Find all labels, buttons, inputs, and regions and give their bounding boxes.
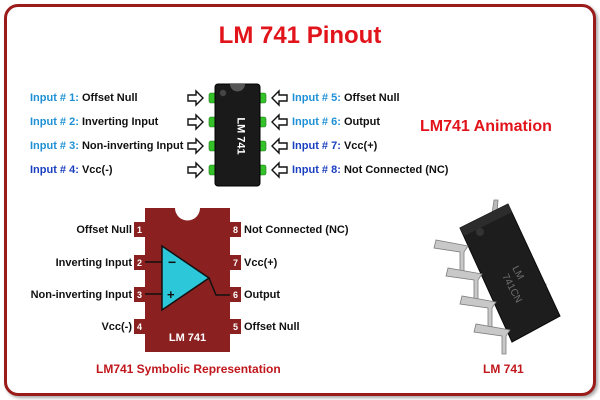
symbol-pin-3 <box>134 287 145 302</box>
pinout-label-2: Input # 2: Inverting Input <box>30 116 159 128</box>
pinout-label-7: Input # 7: Vcc(+) <box>292 140 378 152</box>
symbol-pin-4 <box>134 319 145 334</box>
symbol-pin-5 <box>230 319 241 334</box>
symbol-label-3: Non-inverting Input <box>30 289 132 301</box>
arrow-right-icon-2 <box>187 113 204 131</box>
symbol-pin-number: 3 <box>137 290 142 300</box>
symbol-diagram: 1 2 3 4 8 7 6 5 − + LM 741 <box>134 208 241 352</box>
arrow-right-icon-1 <box>187 89 204 107</box>
symbol-label-7: Vcc(+) <box>244 257 278 269</box>
pinout-label-3: Input # 3: Non-inverting Input <box>30 140 184 152</box>
arrow-left-icon-7 <box>271 137 288 155</box>
animation-label: LM741 Animation <box>420 118 552 135</box>
chip-marking: LM 741 <box>235 117 247 154</box>
symbol-label-4: Vcc(-) <box>101 321 132 333</box>
pin1-dot-icon <box>219 89 227 97</box>
symbol-pin-2 <box>134 255 145 270</box>
symbol-label-8: Not Connected (NC) <box>244 224 349 236</box>
symbol-pin-1 <box>134 222 145 237</box>
front-leg <box>459 295 497 331</box>
arrow-left-icon-8 <box>271 161 288 179</box>
symbol-label-1: Offset Null <box>76 224 132 236</box>
dip-chip-diagram: LM 741 <box>187 83 288 187</box>
minus-sign: − <box>168 254 176 270</box>
symbol-label-5: Offset Null <box>244 321 300 333</box>
pinout-label-5: Input # 5: Offset Null <box>292 92 400 104</box>
output-wire <box>208 277 230 296</box>
symbol-pin-number: 7 <box>233 258 238 268</box>
arrow-left-icon-6 <box>271 113 288 131</box>
symbol-pin-number: 6 <box>233 290 238 300</box>
front-leg <box>445 267 483 303</box>
symbol-pin-number: 8 <box>233 225 238 235</box>
front-leg <box>473 323 511 355</box>
opamp-triangle-icon <box>161 244 211 312</box>
page-title: LM 741 Pinout <box>218 22 382 49</box>
arrow-left-icon-5 <box>271 89 288 107</box>
symbol-caption: LM741 Symbolic Representation <box>96 362 281 376</box>
pinout-label-1: Input # 1: Offset Null <box>30 92 138 104</box>
front-leg <box>433 239 469 275</box>
arrow-right-icon-4 <box>187 161 204 179</box>
plus-sign: + <box>167 287 175 302</box>
arrow-icon <box>187 89 288 179</box>
symbol-pin-8 <box>230 222 241 237</box>
pinout-label-6: Input # 6: Output <box>292 116 380 128</box>
symbol-body-text: LM 741 <box>169 332 206 344</box>
symbol-label-2: Inverting Input <box>55 257 132 269</box>
symbol-label-6: Output <box>244 289 281 301</box>
symbol-pin-number: 2 <box>137 258 142 268</box>
symbol-pin-number: 4 <box>137 322 142 332</box>
photo-caption: LM 741 <box>483 362 524 376</box>
symbol-pin-7 <box>230 255 241 270</box>
chip-photo: LM 741CN <box>433 199 561 355</box>
symbol-pin-number: 1 <box>137 225 142 235</box>
pinout-label-4: Input # 4: Vcc(-) <box>30 164 113 176</box>
pinout-label-8: Input # 8: Not Connected (NC) <box>292 164 449 176</box>
symbol-pin-number: 5 <box>233 322 238 332</box>
chip-notch <box>230 84 245 92</box>
pin1-dot-icon <box>476 228 484 236</box>
chip-photo-top-edge <box>460 204 512 236</box>
arrow-right-icon-3 <box>187 137 204 155</box>
symbol-pin-6 <box>230 287 241 302</box>
